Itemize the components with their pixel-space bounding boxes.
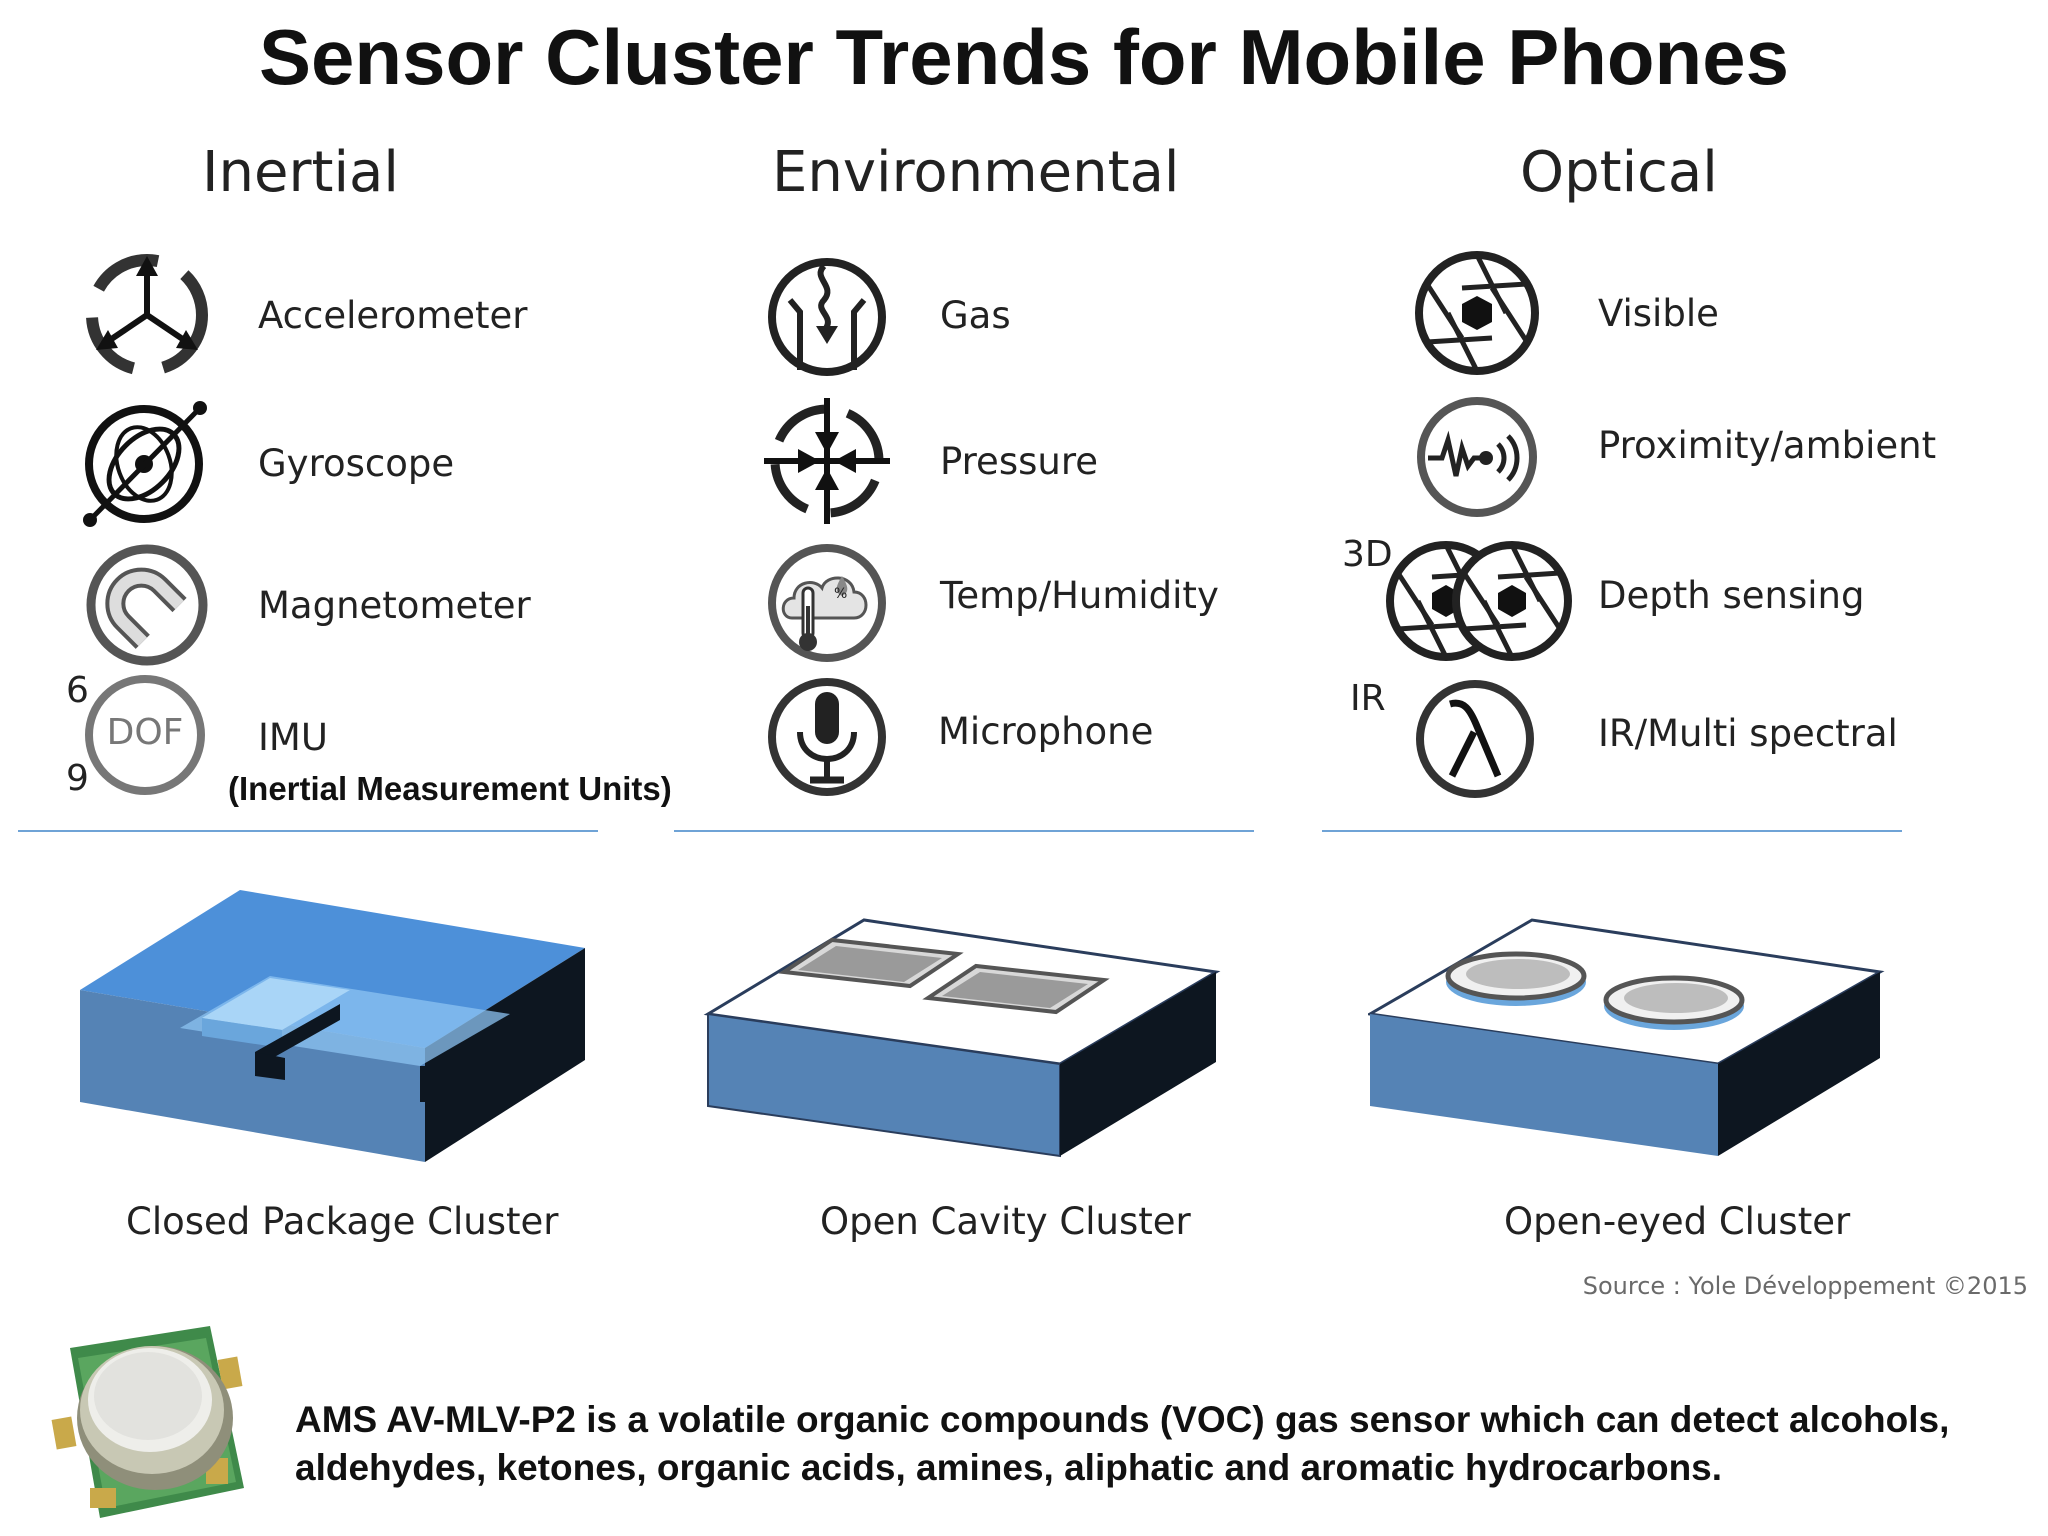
item-label-pressure: Pressure: [940, 440, 1098, 483]
package-label-open-cavity: Open Cavity Cluster: [820, 1200, 1191, 1243]
dof-text: DOF: [106, 712, 184, 753]
dual-aperture-icon: [1384, 536, 1574, 666]
open-cavity-illustration: [702, 906, 1222, 1168]
item-label-imu: IMU: [258, 716, 328, 759]
item-label-magnetometer: Magnetometer: [258, 584, 531, 627]
gas-icon: [762, 252, 892, 382]
item-label-microphone: Microphone: [938, 710, 1154, 753]
item-label-ir-multispectral: IR/Multi spectral: [1598, 712, 1898, 755]
camera-aperture-icon: [1412, 248, 1542, 378]
sensor-description: AMS AV-MLV-P2 is a volatile organic comp…: [295, 1399, 1950, 1488]
item-label-proximity: Proximity/ambient: [1598, 424, 1937, 467]
open-eyed-illustration: [1365, 908, 1888, 1168]
page-title: Sensor Cluster Trends for Mobile Phones: [259, 13, 1789, 101]
lambda-icon: [1412, 676, 1538, 802]
divider-environmental: [674, 830, 1254, 832]
dof-six-label: 6: [66, 670, 89, 711]
item-label-gas: Gas: [940, 294, 1011, 337]
tag-ir: IR: [1350, 678, 1386, 719]
dof-nine-label: 9: [66, 758, 89, 799]
heading-environmental: Environmental: [772, 140, 1180, 205]
package-label-closed: Closed Package Cluster: [126, 1200, 559, 1243]
item-label-accelerometer: Accelerometer: [258, 294, 528, 337]
pressure-icon: [762, 396, 892, 526]
heading-inertial: Inertial: [202, 140, 399, 205]
gas-sensor-photo: [30, 1318, 250, 1528]
imu-subtitle: (Inertial Measurement Units): [228, 770, 672, 807]
source-credit: Source : Yole Développement ©2015: [1582, 1272, 2028, 1300]
item-label-gyroscope: Gyroscope: [258, 442, 455, 485]
proximity-signal-icon: [1412, 392, 1542, 522]
item-label-depth-sensing: Depth sensing: [1598, 574, 1865, 617]
closed-package-illustration: [70, 880, 590, 1170]
svg-text:%: %: [834, 586, 847, 602]
divider-inertial: [18, 830, 598, 832]
magnet-icon: [82, 540, 212, 670]
microphone-icon: [762, 672, 892, 802]
item-label-visible: Visible: [1598, 292, 1719, 335]
item-label-temp-humidity: Temp/Humidity: [940, 574, 1219, 617]
divider-optical: [1322, 830, 1902, 832]
heading-optical: Optical: [1520, 140, 1718, 205]
tag-3d: 3D: [1342, 534, 1393, 575]
gyroscope-icon: [82, 398, 212, 528]
accelerometer-icon: [82, 250, 212, 380]
dof-icon: [82, 672, 208, 798]
thermometer-humidity-icon: %: [762, 538, 892, 668]
package-label-open-eyed: Open-eyed Cluster: [1504, 1200, 1851, 1243]
